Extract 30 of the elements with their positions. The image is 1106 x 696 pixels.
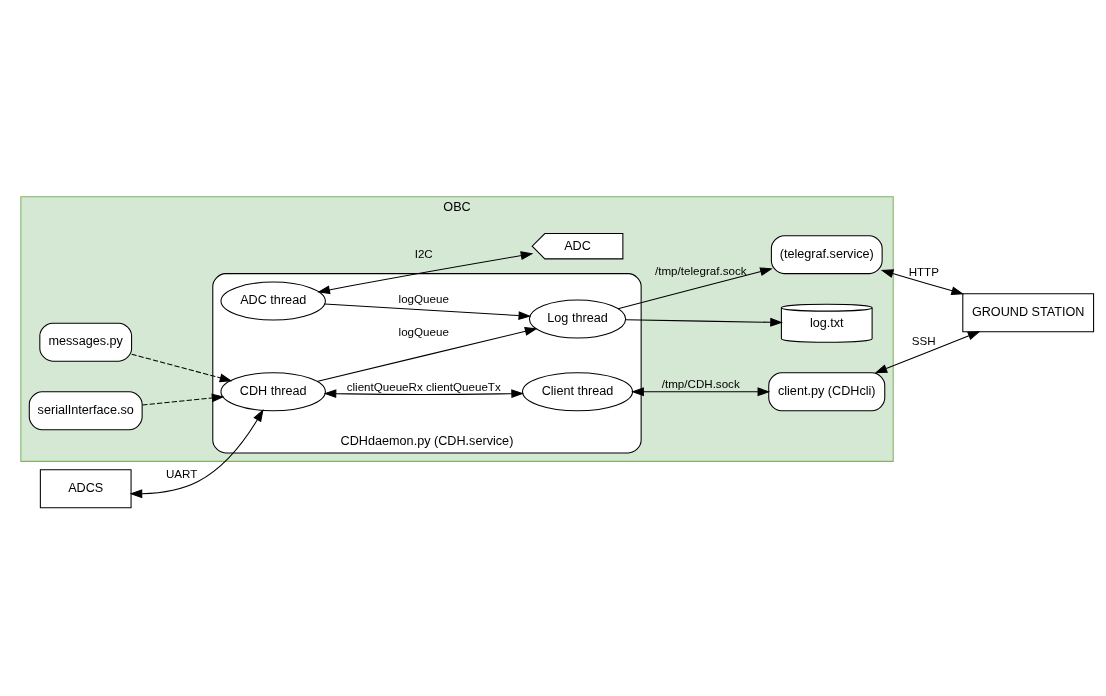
node-box: GROUND STATION [962,293,1095,333]
edge-label: SSH [911,334,936,348]
arrow [317,251,534,295]
arrow [880,269,964,295]
arrow [129,409,264,499]
node-box: ADCS [39,469,132,509]
arrow [316,327,538,383]
edge-label: logQueue [398,291,449,305]
node-ellipse: Log thread [528,299,627,339]
edge-label: /tmp/telegraf.sock [654,263,747,277]
arrow [323,303,532,320]
node-ellipse: ADC thread [220,281,326,321]
arrow [141,393,225,406]
arrow [131,353,233,383]
arrow [631,387,771,397]
arrow [874,331,981,374]
arrow [617,267,773,310]
node-box: (telegraf.service) [770,235,883,275]
node-ellipse: Client thread [522,372,634,412]
node-box: serialInterface.so [28,391,143,431]
edge-label: UART [166,467,198,481]
node-box: client.py (CDHcli) [768,372,886,412]
edge-label: /tmp/CDH.sock [661,377,740,391]
arrow [323,389,524,399]
edge-label: I2C [414,246,433,260]
edge-label: clientQueueRx clientQueueTx [346,379,501,393]
edge-label: HTTP [908,264,939,278]
node-box: messages.py [39,322,133,362]
arrow [625,317,783,327]
edge-label: logQueue [398,324,449,338]
